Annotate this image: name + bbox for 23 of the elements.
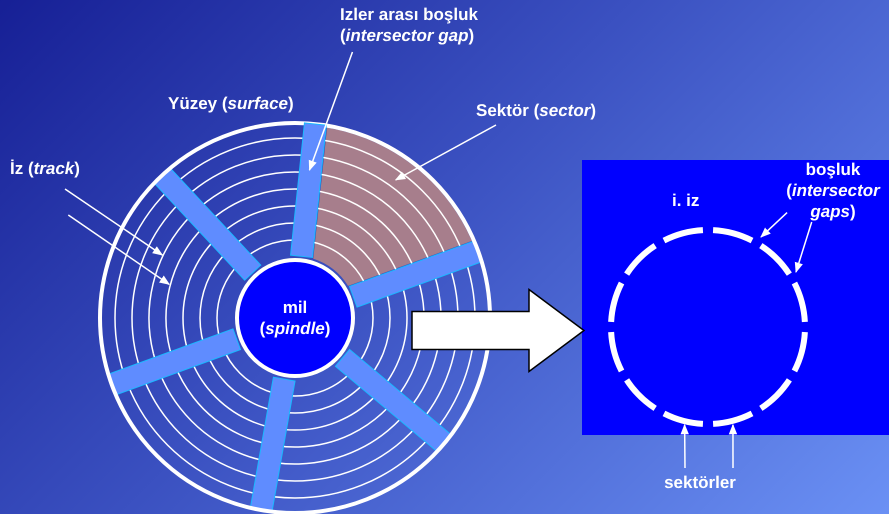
leader-line [760, 212, 788, 238]
leader-line [794, 222, 812, 273]
track-arc [165, 232, 198, 350]
block-arrow [411, 288, 586, 373]
track-label: i. iz [672, 190, 700, 211]
callout-text: İz (track) [10, 158, 120, 179]
leader-line [64, 188, 164, 256]
callout-text: Sektör (sector) [476, 100, 636, 121]
leader-line [68, 214, 170, 285]
callout-text: Izler arası boşluk (intersector gap) [340, 4, 518, 46]
surface-label: Yüzey (surface) [168, 93, 294, 114]
leader-line [308, 52, 354, 171]
callout-text: sektörler [640, 472, 760, 493]
leader-line [728, 424, 738, 468]
callout-text: boşluk (intersector gaps) [777, 159, 889, 222]
spindle-hub: mil (spindle) [235, 258, 355, 378]
leader-line [680, 424, 689, 468]
sector-arc [662, 410, 704, 427]
track-arc [148, 222, 186, 354]
sector-wedge [313, 128, 472, 286]
sector-arc [712, 410, 754, 427]
zoom-panel [582, 160, 889, 435]
leader-line [394, 124, 496, 181]
